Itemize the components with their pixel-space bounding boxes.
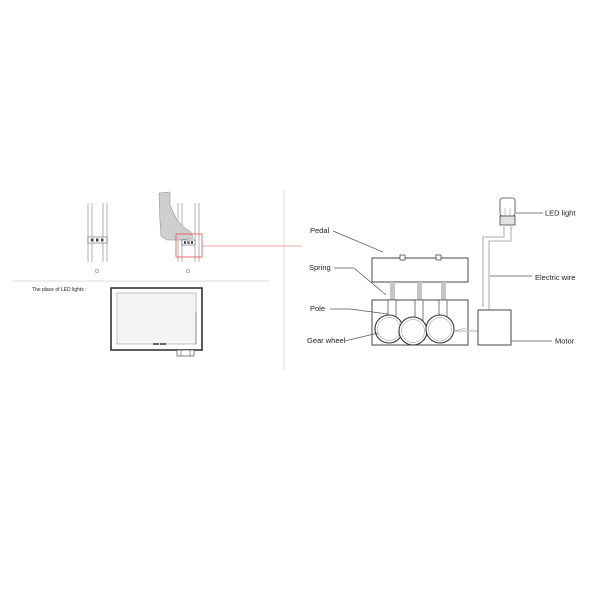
motor-label: Motor bbox=[555, 337, 575, 346]
springs bbox=[390, 282, 446, 300]
motor bbox=[477, 309, 512, 346]
led-light-label: LED light bbox=[545, 209, 576, 218]
pedal-label: Pedal bbox=[310, 226, 330, 235]
highlight-box bbox=[175, 233, 203, 258]
electric-wire bbox=[482, 225, 512, 310]
foot-illustration bbox=[158, 191, 194, 241]
led-bulb bbox=[499, 197, 516, 226]
door-frame-with-foot bbox=[158, 191, 203, 274]
led-panel-illustration bbox=[110, 287, 203, 357]
drive-shaft bbox=[453, 327, 478, 332]
led-place-label: The place of LED lights : bbox=[32, 287, 86, 293]
pole-label: Pole bbox=[310, 304, 325, 313]
gear-wheels bbox=[374, 314, 455, 346]
electric-wire-label: Electric wire bbox=[535, 273, 575, 282]
gear-wheel-label: Gear wheel bbox=[307, 336, 346, 345]
spring-label: Spring bbox=[309, 263, 331, 272]
pedal bbox=[371, 257, 469, 283]
door-frame-plain bbox=[87, 203, 108, 274]
